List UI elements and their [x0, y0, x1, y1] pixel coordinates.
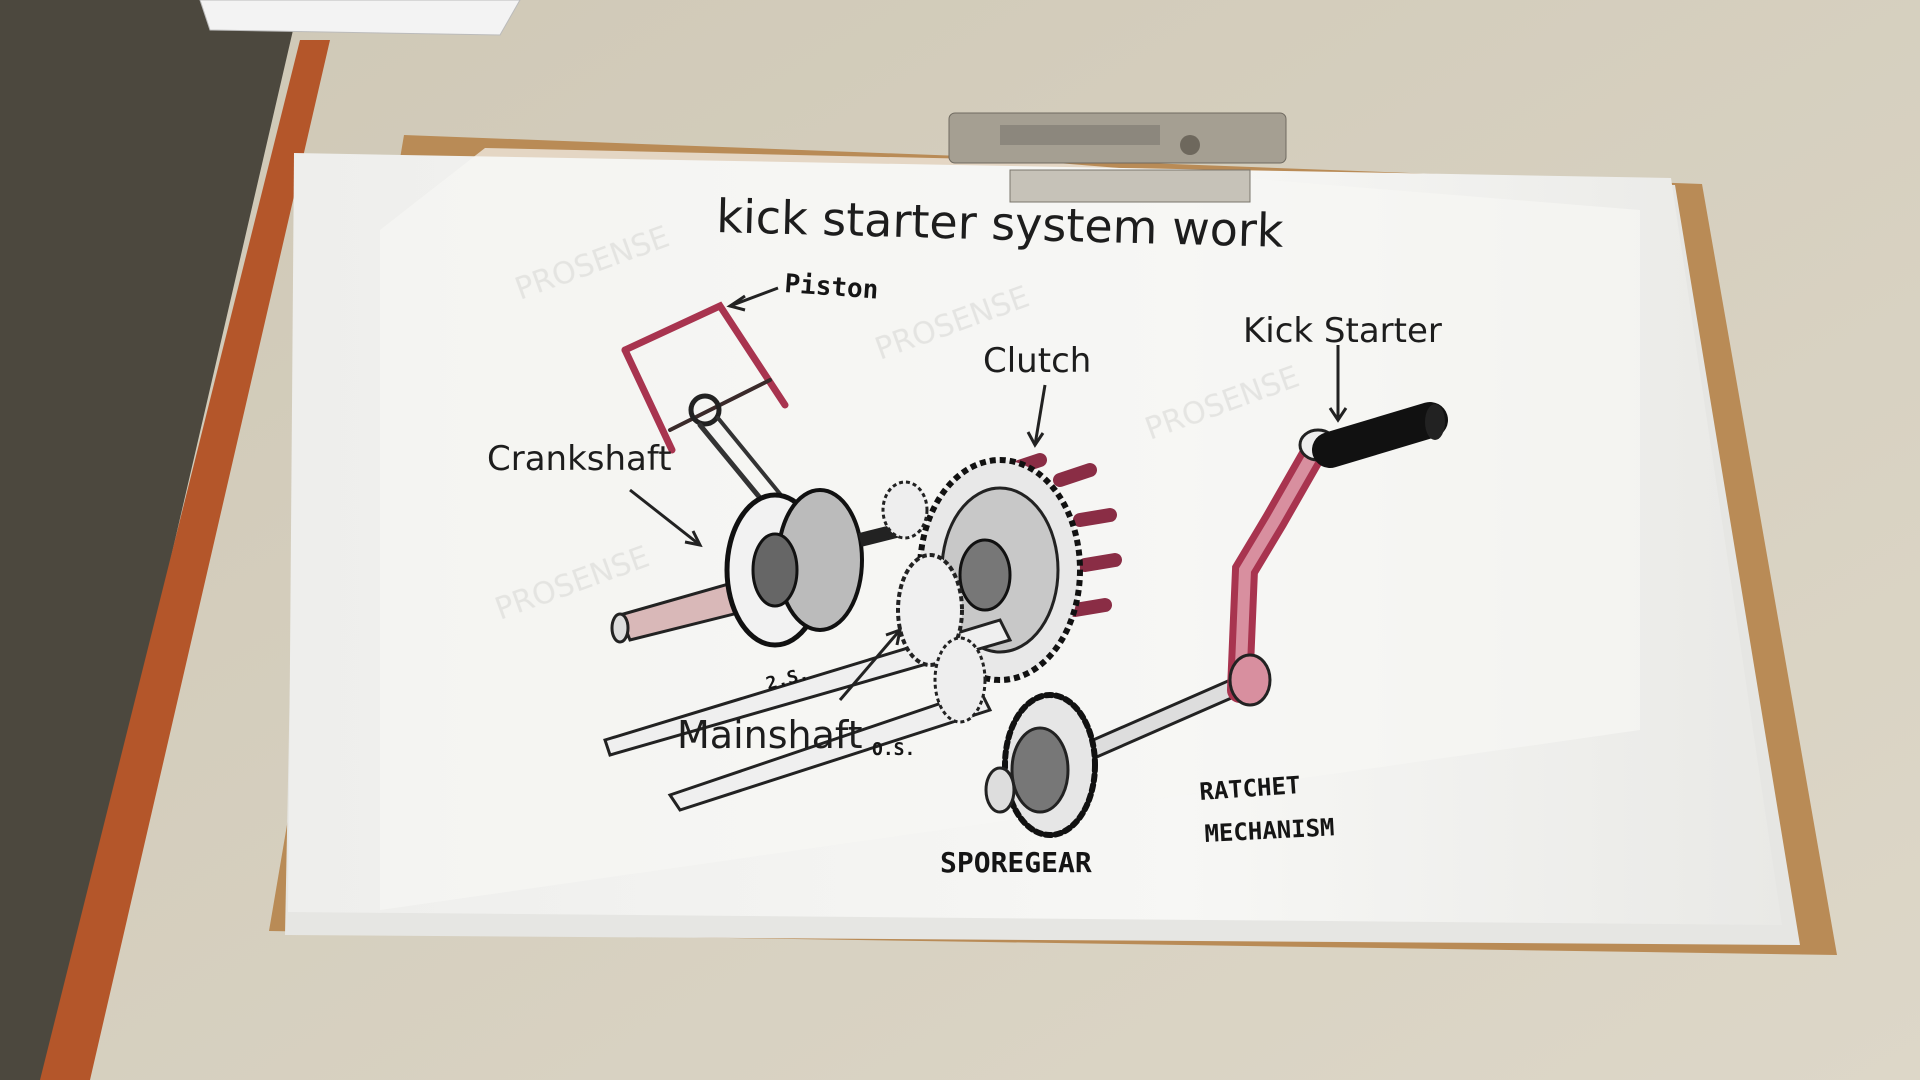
kick-starter-drawing [984, 402, 1448, 838]
clipboard-clip [948, 112, 1287, 203]
crankshaft-drawing [610, 488, 922, 648]
piston-drawing [621, 301, 789, 513]
label-piston: Piston [784, 269, 880, 305]
label-mainshaft-note: O.S. [872, 739, 915, 760]
label-mainshaft: Mainshaft [677, 713, 863, 757]
label-crankshaft: Crankshaft [487, 439, 672, 479]
label-spore-gear: SPOREGEAR [940, 846, 1092, 879]
paper-stack-top [199, 0, 521, 36]
arrows [629, 286, 1348, 701]
label-mechanism: MECHANISM [1204, 813, 1335, 848]
label-clutch: Clutch [983, 341, 1091, 381]
desk-edge [40, 40, 330, 1080]
label-kick-starter: Kick Starter [1243, 311, 1442, 351]
mainshaft-drawing [603, 480, 1013, 812]
